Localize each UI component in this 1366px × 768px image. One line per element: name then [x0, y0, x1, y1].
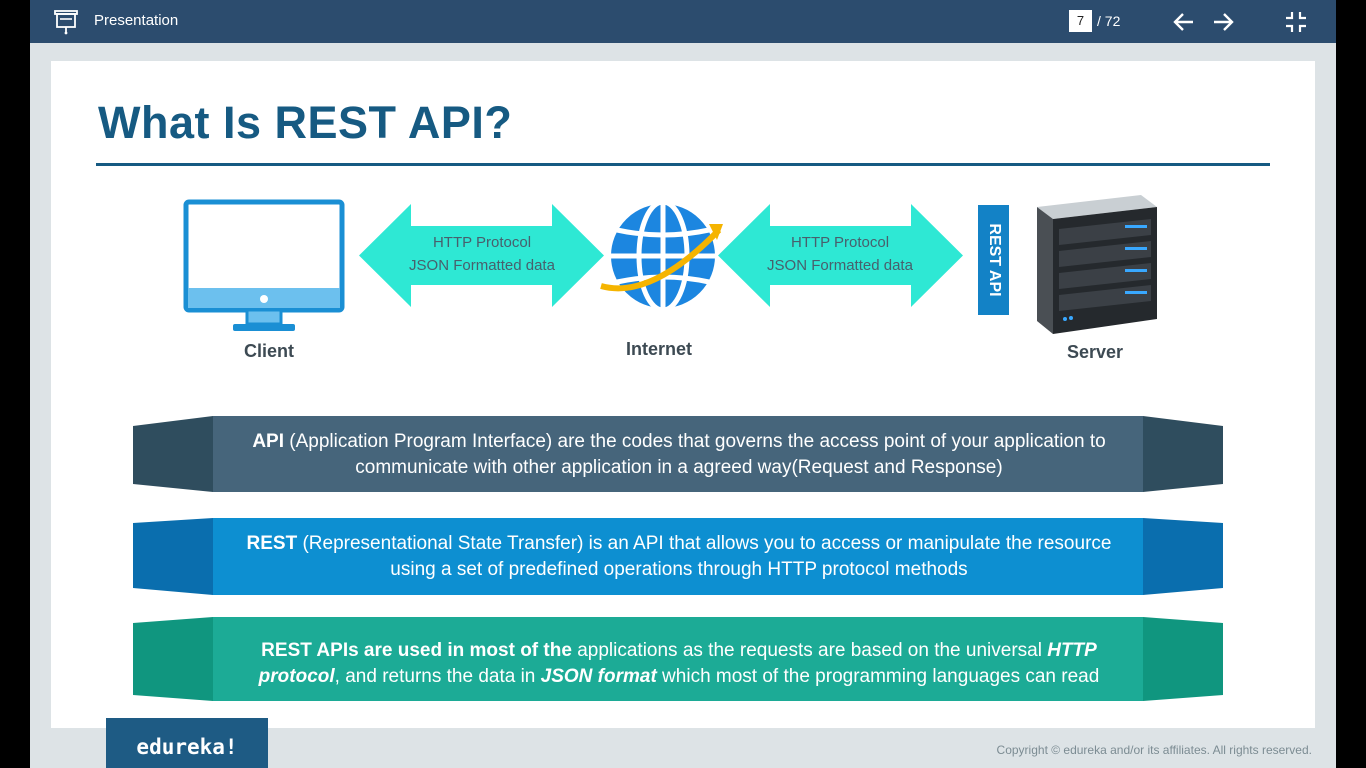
- page-total: / 72: [1097, 13, 1121, 29]
- presentation-icon: [54, 10, 78, 35]
- slide: What Is REST API? Client HTTP Protocol J…: [51, 61, 1315, 728]
- arrow-left-icon[interactable]: [1171, 9, 1197, 35]
- band-usage-bold: REST APIs are used in most of the: [261, 640, 572, 661]
- info-band-usage: REST APIs are used in most of the applic…: [133, 617, 1223, 701]
- band-rest-line1: (Representational State Transfer) is an …: [297, 533, 1112, 554]
- viewer-toolbar: Presentation 7 / 72: [30, 0, 1336, 43]
- page-number-input[interactable]: 7: [1069, 10, 1092, 32]
- band-api-bold: API: [252, 431, 284, 452]
- band-usage-line2a: , and returns the data in: [334, 666, 541, 687]
- band-api-line1: (Application Program Interface) are the …: [284, 431, 1106, 452]
- double-arrow-left: [359, 204, 604, 307]
- arrow-right-line2: JSON Formatted data: [767, 257, 913, 274]
- band-usage-text: REST APIs are used in most of the applic…: [215, 638, 1143, 690]
- rest-api-badge-label: REST API: [985, 223, 1003, 297]
- arrow-right-icon[interactable]: [1210, 9, 1236, 35]
- arrow-left-line2: JSON Formatted data: [409, 257, 555, 274]
- info-band-rest: REST (Representational State Transfer) i…: [133, 518, 1223, 595]
- rest-api-badge: REST API: [978, 205, 1009, 315]
- monitor-icon: [183, 199, 345, 331]
- server-icon: [1037, 195, 1157, 334]
- arrow-right-text: HTTP Protocol JSON Formatted data: [740, 231, 940, 277]
- arrow-right-line1: HTTP Protocol: [790, 234, 890, 251]
- slide-title: What Is REST API?: [98, 97, 513, 148]
- band-rest-text: REST (Representational State Transfer) i…: [215, 531, 1143, 583]
- internet-label: Internet: [626, 339, 693, 359]
- client-label: Client: [244, 341, 295, 361]
- arrow-left-text: HTTP Protocol JSON Formatted data: [382, 231, 582, 277]
- exit-fullscreen-icon[interactable]: [1283, 9, 1309, 35]
- server-label: Server: [1067, 342, 1124, 362]
- globe-icon: [600, 200, 723, 313]
- band-api-line2: communicate with other application in a …: [355, 457, 1003, 478]
- band-rest-line2: using a set of predefined operations thr…: [390, 559, 968, 580]
- double-arrow-right: [718, 204, 963, 307]
- arrow-left-line1: HTTP Protocol: [432, 234, 532, 251]
- band-api-shape: [133, 416, 1223, 492]
- band-usage-shape: [133, 617, 1223, 701]
- viewer-title: Presentation: [94, 12, 179, 29]
- info-band-api: API (Application Program Interface) are …: [133, 416, 1223, 492]
- band-usage-bold-italic-2: protocol: [258, 666, 335, 687]
- title-divider: [96, 163, 1270, 166]
- band-rest-shape: [133, 518, 1223, 595]
- band-api-text: API (Application Program Interface) are …: [215, 429, 1143, 481]
- band-usage-line2b: which most of the programming languages …: [656, 666, 1100, 687]
- band-usage-bold-italic-1: HTTP: [1047, 640, 1097, 661]
- edureka-logo: edureka!: [106, 718, 268, 768]
- copyright-text: Copyright © edureka and/or its affiliate…: [996, 743, 1312, 757]
- band-usage-line1: applications as the requests are based o…: [571, 640, 1048, 661]
- band-usage-bold-italic-3: JSON format: [540, 666, 657, 687]
- band-rest-bold: REST: [246, 533, 298, 554]
